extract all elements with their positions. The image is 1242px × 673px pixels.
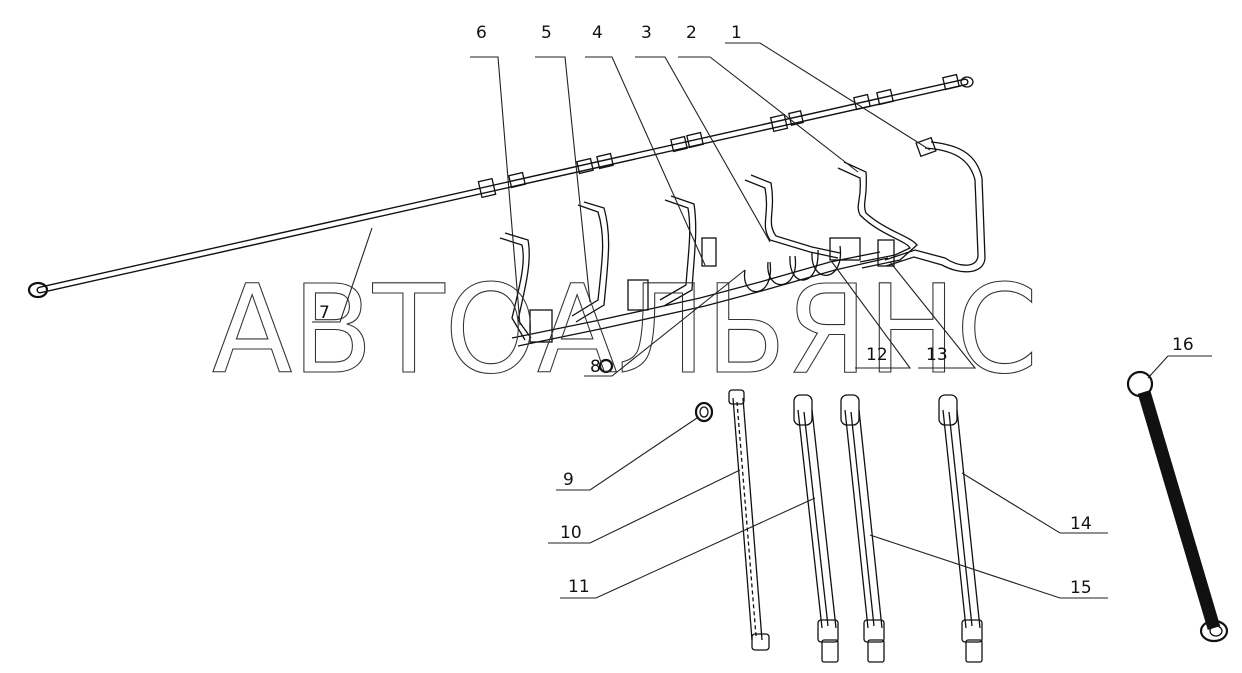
part-10-tube xyxy=(728,389,770,651)
callout-6: 6 xyxy=(476,23,487,43)
part-14-hose xyxy=(938,394,983,663)
injection-pipes xyxy=(499,136,986,374)
part-9-ring xyxy=(694,401,714,423)
part-16-hose xyxy=(1126,370,1229,643)
callout-3: 3 xyxy=(641,23,652,43)
callout-14: 14 xyxy=(1070,514,1092,534)
callout-11: 11 xyxy=(568,577,590,597)
callout-13: 13 xyxy=(926,345,948,365)
callout-2: 2 xyxy=(686,23,697,43)
callout-9: 9 xyxy=(563,470,574,490)
callout-4: 4 xyxy=(592,23,603,43)
part-15-hose xyxy=(840,394,885,663)
callout-12: 12 xyxy=(866,345,888,365)
callout-1: 1 xyxy=(731,23,742,43)
callout-5: 5 xyxy=(541,23,552,43)
callout-numbers: 1 2 3 4 5 6 7 8 12 13 16 9 10 11 14 15 xyxy=(319,23,1194,598)
watermark-text: АВТОАЛЬЯНС xyxy=(212,259,1038,401)
callout-15: 15 xyxy=(1070,578,1092,598)
leader-lines xyxy=(312,42,1212,599)
callout-16: 16 xyxy=(1172,335,1194,355)
callout-8: 8 xyxy=(590,357,601,377)
callout-10: 10 xyxy=(560,523,582,543)
part-11-hose xyxy=(793,394,839,663)
fuel-rail xyxy=(27,73,974,299)
callout-7: 7 xyxy=(319,303,330,323)
